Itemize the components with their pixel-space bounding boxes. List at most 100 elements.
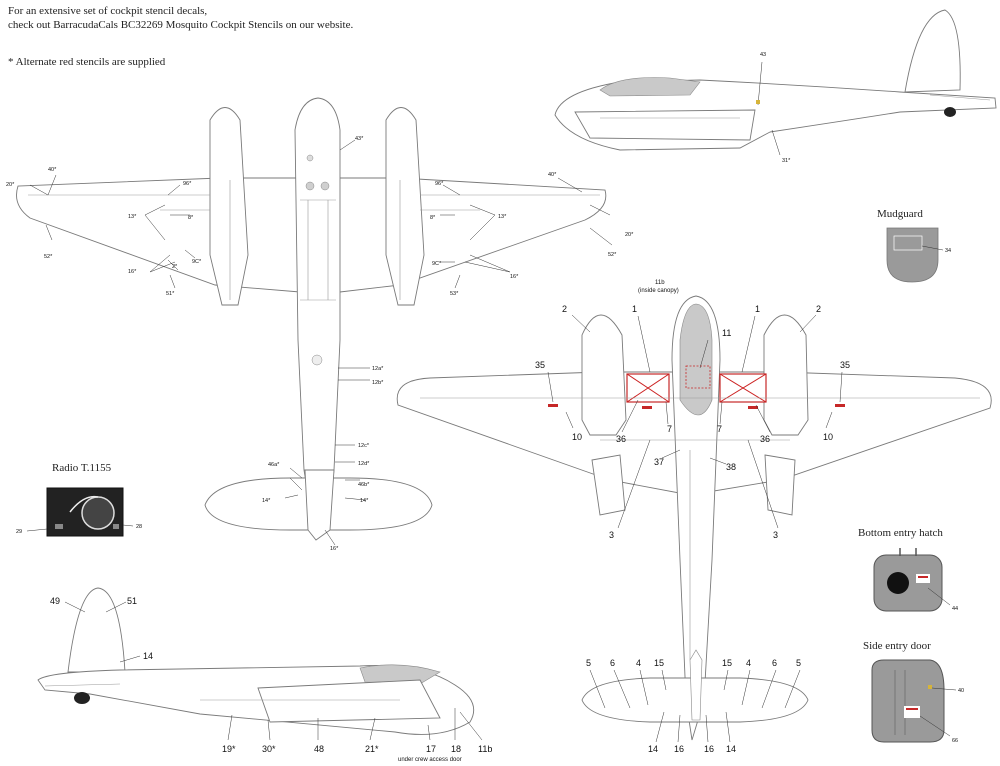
bottom-label-8: 10 — [572, 432, 582, 442]
lower-side-label-5: 30* — [262, 744, 276, 754]
bottom-view-aircraft: 11b (inside canopy) 2 1 11 1 2 35 35 10 … — [396, 280, 992, 754]
top-label-8: 16* — [128, 269, 137, 275]
bottom-view-right-nacelle — [763, 314, 809, 436]
hatch-number: 44 — [952, 606, 958, 612]
red-stencil-right — [719, 373, 767, 403]
bottom-view-left-gear — [591, 454, 626, 516]
radio-number-left: 29 — [16, 529, 22, 535]
bottom-hatch-detail: 44 — [873, 548, 958, 612]
bottom-label-19: 6 — [610, 658, 615, 668]
top-view-aircraft: 43* 20* 40* 52* 96* 13* 8* 16* 2* 9C* 51… — [6, 97, 634, 552]
top-label-13: 20* — [625, 232, 634, 238]
bottom-label-7: 35 — [840, 360, 850, 370]
bottom-view-right-gear — [764, 454, 796, 516]
top-label-16: 13* — [498, 214, 507, 220]
radio-detail: 29 28 — [16, 487, 142, 537]
top-label-27: 14* — [262, 498, 271, 504]
top-label-29: 16* — [330, 546, 339, 552]
bottom-label-18: 5 — [586, 658, 591, 668]
top-label-1: 43* — [355, 136, 364, 142]
top-label-3: 40* — [48, 167, 57, 173]
bottom-label-23: 4 — [746, 658, 751, 668]
top-label-11: 51* — [166, 291, 175, 297]
title-side-door: Side entry door — [863, 640, 931, 652]
bottom-label-25: 5 — [796, 658, 801, 668]
title-bottom-hatch: Bottom entry hatch — [858, 527, 943, 539]
bottom-canopy-note-1: 11b — [655, 280, 665, 286]
lower-side-label-9: 18 — [451, 744, 461, 754]
bottom-label-20: 4 — [636, 658, 641, 668]
bottom-label-14: 37 — [654, 457, 664, 467]
title-mudguard: Mudguard — [877, 208, 923, 220]
bottom-label-16: 3 — [609, 530, 614, 540]
top-label-10: 9C* — [192, 259, 202, 265]
bottom-label-15: 38 — [726, 462, 736, 472]
bottom-label-11: 7 — [717, 424, 722, 434]
top-label-18: 16* — [510, 274, 519, 280]
bottom-view-left-nacelle — [581, 314, 627, 436]
top-label-26: 46b* — [358, 482, 370, 488]
bottom-label-6: 35 — [535, 360, 545, 370]
bottom-label-22: 15 — [722, 658, 732, 668]
top-label-21: 12a* — [372, 366, 384, 372]
top-view-right-nacelle — [385, 107, 425, 306]
top-label-24: 12d* — [358, 461, 370, 467]
top-label-2: 20* — [6, 182, 15, 188]
top-label-4: 52* — [44, 254, 53, 260]
mudguard-number: 34 — [945, 248, 951, 254]
bottom-label-27: 16 — [674, 744, 684, 754]
upper-side-label-1: 43 — [760, 52, 766, 58]
top-view-fuselage — [294, 97, 341, 521]
note-alternate-red: * Alternate red stencils are supplied — [8, 56, 166, 68]
top-label-6: 13* — [128, 214, 137, 220]
lower-side-label-10: 11b — [478, 744, 492, 754]
side-door-detail: 40 66 — [871, 659, 964, 744]
top-label-28: 14* — [360, 498, 369, 504]
bottom-label-13: 10 — [823, 432, 833, 442]
top-label-17: 8* — [430, 215, 436, 221]
bottom-canopy-note-2: (inside canopy) — [638, 288, 679, 294]
bottom-label-17: 3 — [773, 530, 778, 540]
door-number-1: 40 — [958, 688, 964, 694]
bottom-label-28: 16 — [704, 744, 714, 754]
lower-side-label-4: 19* — [222, 744, 236, 754]
lower-side-label-6: 48 — [314, 744, 324, 754]
bottom-label-4: 1 — [755, 304, 760, 314]
top-label-9: 2* — [172, 264, 178, 270]
radio-number-right: 28 — [136, 524, 142, 530]
bottom-label-3: 11 — [722, 328, 731, 338]
lower-side-label-2: 51 — [127, 596, 137, 606]
top-label-23: 12c* — [358, 443, 370, 449]
note-line-1: For an extensive set of cockpit stencil … — [8, 5, 208, 17]
bottom-label-29: 14 — [726, 744, 736, 754]
top-label-7: 8* — [188, 215, 194, 221]
bottom-label-1: 2 — [562, 304, 567, 314]
bottom-view-canopy — [679, 303, 713, 416]
top-label-12: 40* — [548, 172, 557, 178]
red-stencil-left — [626, 373, 670, 403]
upper-side-view-aircraft: 43 31* — [554, 9, 997, 164]
bottom-label-21: 15 — [654, 658, 664, 668]
lower-side-view-aircraft: 49 51 14 19* 30* 48 21* 17 18 11b under … — [37, 587, 492, 763]
bottom-label-2: 1 — [632, 304, 637, 314]
upper-side-fin — [904, 9, 961, 93]
top-label-20: 53* — [450, 291, 459, 297]
title-radio: Radio T.1155 — [52, 462, 112, 474]
top-label-25: 46a* — [268, 462, 280, 468]
bottom-label-24: 6 — [772, 658, 777, 668]
lower-side-fin — [67, 587, 126, 673]
lower-side-door-note: under crew access door — [398, 757, 462, 763]
top-view-fuselage-tail — [304, 469, 335, 541]
lower-side-label-3: 14 — [143, 651, 153, 661]
bottom-label-26: 14 — [648, 744, 658, 754]
top-label-5: 96* — [183, 181, 192, 187]
top-label-14: 52* — [608, 252, 617, 258]
top-view-left-nacelle — [209, 107, 249, 306]
note-line-2: check out BarracudaCals BC32269 Mosquito… — [8, 19, 354, 31]
bottom-label-5: 2 — [816, 304, 821, 314]
bottom-label-12: 36 — [760, 434, 770, 444]
mudguard-detail: 34 — [886, 227, 951, 283]
door-number-2: 66 — [952, 738, 958, 744]
top-label-19: 9C* — [432, 261, 442, 267]
